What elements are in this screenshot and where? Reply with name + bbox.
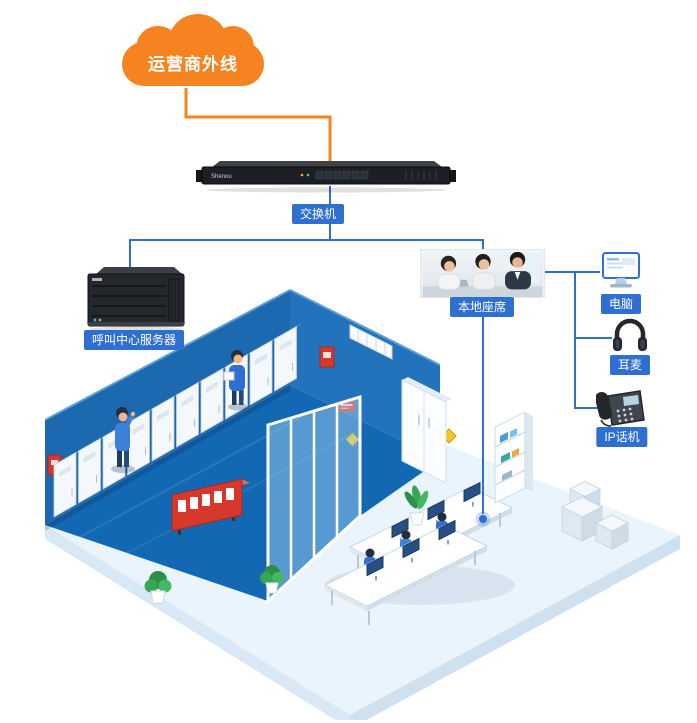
cloud-shape: [212, 26, 254, 68]
agents-label: 本地座席: [449, 297, 515, 318]
technician-person: [111, 407, 136, 473]
server-ridges: [92, 285, 166, 317]
computer-icon: [598, 250, 644, 294]
server-label: 呼叫中心服务器: [83, 330, 185, 351]
phone-keypad: [616, 407, 634, 423]
ac-vent: [349, 324, 393, 360]
server-rack: [200, 365, 229, 434]
plant: [144, 571, 172, 604]
isometric-room-illustration: [44, 289, 680, 720]
switch-vents: [405, 171, 437, 180]
carrier-link-line: [184, 88, 332, 161]
server-rack: [274, 323, 303, 392]
carrier-cloud: 运营商外线: [118, 12, 268, 94]
agents-photo: [420, 249, 545, 298]
headset-label: 耳麦: [609, 355, 651, 376]
storage-cabinet: [401, 377, 452, 484]
server-vent: [170, 280, 178, 320]
server-rack: [176, 379, 205, 448]
ip-phone-label: IP话机: [596, 427, 648, 448]
switch-ports: [315, 170, 369, 180]
supervisor-person: [223, 350, 248, 411]
server-device: [82, 264, 190, 332]
plant: [404, 485, 429, 526]
agent-person: [505, 251, 531, 290]
shelf-unit: [494, 411, 533, 504]
server-rack: [249, 337, 278, 406]
server-rack: [151, 393, 180, 462]
glass-partition: [266, 394, 362, 605]
switch-brand-text: Shenou: [211, 174, 232, 180]
switch-label: 交换机: [291, 204, 345, 225]
carrier-cloud-label: 运营商外线: [148, 55, 238, 74]
headset-icon: [610, 312, 650, 354]
switch-device: Shenou: [196, 158, 456, 194]
ip-phone-icon: [595, 384, 648, 430]
power-panel: [171, 478, 250, 535]
office-area: [323, 481, 515, 625]
server-rack: [53, 449, 82, 518]
monitor: [366, 519, 456, 581]
computer-label: 电脑: [600, 294, 642, 315]
boxes: [561, 481, 629, 550]
server-rack: [78, 435, 107, 504]
plant: [260, 565, 284, 594]
